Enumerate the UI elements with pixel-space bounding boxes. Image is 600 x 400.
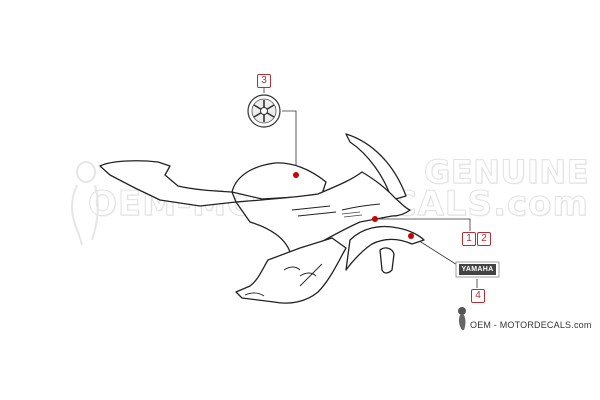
callout-4: 4 [471, 289, 485, 303]
watermark-figure-icon [70, 161, 99, 246]
leader-lines [263, 86, 478, 288]
location-dot [293, 172, 299, 178]
yamaha-emblem-icon [247, 94, 281, 128]
watermark-genuine: GENUINE [424, 153, 589, 192]
oem-logo-figure-icon [458, 307, 466, 330]
location-dots [293, 172, 414, 239]
side-stripe-decals [341, 211, 363, 218]
panel-details [244, 203, 381, 297]
fairing-outline [99, 133, 425, 304]
callout-2: 2 [477, 232, 491, 246]
location-dot [408, 233, 414, 239]
callout-3: 3 [257, 74, 271, 88]
callout-1: 1 [462, 232, 476, 246]
yamaha-decal-text: YAMAHA [459, 264, 496, 275]
footer-brand: OEM - MOTORDECALS.com [470, 320, 592, 330]
location-dot [372, 216, 378, 222]
